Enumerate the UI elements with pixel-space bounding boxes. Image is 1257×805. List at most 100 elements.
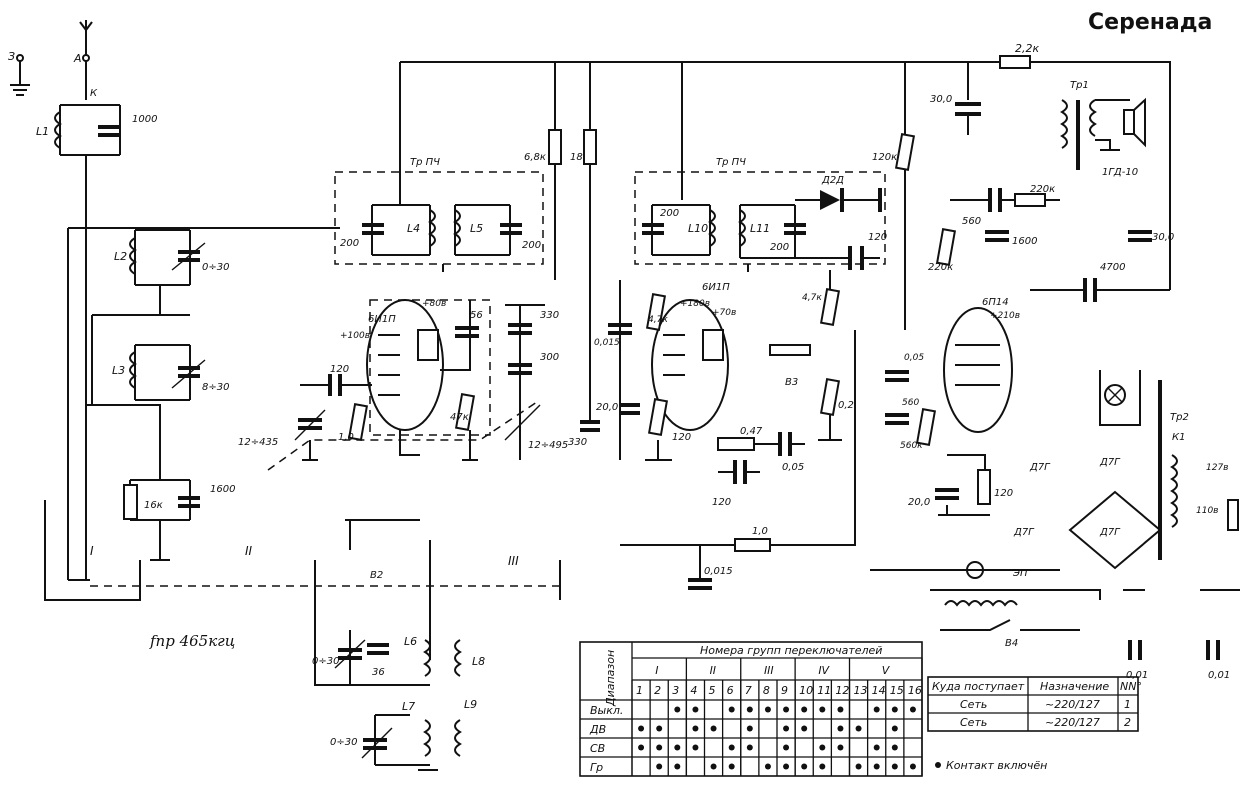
c560-a-label: 560 — [962, 216, 981, 227]
switch-contact-on-dot — [783, 763, 790, 770]
switch-contact-on-dot — [764, 763, 771, 770]
switch-group-header: II — [710, 664, 717, 677]
switch-contact-on-dot — [783, 725, 790, 732]
switch-contact-on-dot — [638, 725, 645, 732]
switch-contact-on-dot — [873, 744, 880, 751]
power-table-num-1: 1 — [1124, 698, 1131, 711]
switch-contact-on-dot — [801, 725, 808, 732]
c001-b-label: 0,01 — [1208, 670, 1230, 681]
group-iii-mark: III — [508, 554, 519, 568]
r4-7k-b-label: 4,7к — [802, 293, 822, 303]
switch-contact-number: 16 — [908, 684, 922, 697]
switch-contact-on-dot — [909, 763, 916, 770]
switch-contact-on-dot — [801, 763, 808, 770]
r16k-label: 16к — [144, 500, 163, 511]
switch-contact-on-dot — [837, 744, 844, 751]
power-table-header-dest: Куда поступает — [932, 680, 1025, 693]
power-section: Д7Г Д7Г Д7Г Д7Г Тр2 К1 127в 110в 0,01 0,… — [1013, 370, 1240, 681]
power-transformer-label: Тр2 — [1170, 412, 1189, 423]
switch-contact-k-label: К — [90, 88, 98, 99]
power-table: Куда поступает Назначение NN° Сеть ~220/… — [927, 676, 1142, 732]
switch-contact-on-dot — [656, 744, 663, 751]
coil-l4-label: L4 — [407, 222, 420, 235]
c0-05-label: 0,05 — [904, 353, 924, 363]
c4700-label: 4700 — [1100, 262, 1125, 273]
input-tuned-circuits: L2 0÷30 L3 8÷30 16к 1600 — [67, 227, 340, 581]
c1600-b-label: 1600 — [1012, 236, 1037, 247]
tube-2: 6И1П +180в +70в 4,7к 0,015 330 20,0 120 … — [568, 270, 854, 508]
oscillator-circuits: 0÷30 36 L6 L8 L7 L9 0÷30 — [312, 560, 485, 771]
c200-c-label: 200 — [660, 208, 679, 219]
switch-contact-on-dot — [891, 725, 898, 732]
switch-table-row-label: СВ — [590, 742, 605, 755]
switch-contact-on-dot — [783, 744, 790, 751]
switch-contact-number: 9 — [781, 684, 788, 697]
c1000-label: 1000 — [132, 114, 157, 125]
switch-contact-on-dot — [819, 763, 826, 770]
coil-l6-label: L6 — [404, 635, 417, 648]
c005-label: 0,05 — [782, 462, 804, 473]
coil-l1-label: L1 — [36, 125, 49, 138]
output-transformer-speaker: Тр1 1ГД-10 — [1060, 80, 1146, 178]
switch-contact-on-dot — [746, 725, 753, 732]
tube-1-voltage-b: +80в — [422, 299, 446, 309]
switch-contact-on-dot — [710, 725, 717, 732]
c120-cathode-label: 120 — [672, 432, 691, 443]
switch-contact-on-dot — [819, 706, 826, 713]
tube-3-output: 6П14 +210в 560 220к 1600 220к 0,05 560 5… — [885, 184, 1174, 516]
r0-47-label: 0,47 — [740, 426, 763, 437]
c0015-b-label: 0,015 — [704, 566, 733, 577]
if-transformer-2: Тр ПЧ 200 L10 L11 200 Д2Д 120 — [634, 157, 887, 272]
c56-label: 56 — [470, 310, 483, 321]
rectifier-d7g-b: Д7Г — [1099, 457, 1121, 468]
c001-a-label: 0,01 — [1126, 670, 1148, 681]
tube-2-voltage-a: +180в — [680, 299, 710, 309]
power-table-purpose-2: ~220/127 — [1045, 716, 1100, 729]
switch-contact-number: 6 — [727, 684, 734, 697]
diode-d2d-label: Д2Д — [821, 175, 844, 186]
switch-contact-on-dot — [909, 706, 916, 713]
c20-a-label: 20,0 — [596, 402, 618, 413]
r120-label: 120 — [994, 488, 1013, 499]
c1600-label: 1600 — [210, 484, 235, 495]
plate-supply-rail: 2,2к 30,0 6,8к 18 120к — [399, 42, 1171, 420]
c0-30-osc-a: 0÷30 — [312, 656, 339, 667]
r18-label: 18 — [570, 152, 583, 163]
switch-table-row-label: Гр — [590, 761, 603, 774]
electromagnet: ЭП В4 — [870, 561, 1101, 649]
c300-label: 300 — [540, 352, 559, 363]
c120-b-label: 120 — [712, 497, 731, 508]
switch-contact-on-dot — [801, 706, 808, 713]
switch-contact-number: 12 — [835, 684, 849, 697]
power-table-dest-1: Сеть — [960, 698, 987, 711]
tube-2-type: 6И1П — [702, 282, 730, 293]
switch-contact-number: 3 — [672, 684, 679, 697]
c200-a-label: 200 — [340, 238, 359, 249]
r120k-label: 120к — [872, 152, 897, 163]
tube-3-type: 6П14 — [982, 297, 1009, 308]
switch-contact-on-dot — [891, 744, 898, 751]
coil-l7-label: L7 — [402, 700, 415, 713]
switch-contact-number: 7 — [745, 684, 752, 697]
c8-30-label: 8÷30 — [202, 382, 229, 393]
switch-table-row-label: Выкл. — [590, 704, 623, 717]
r4-7k-a-label: 4,7к — [648, 315, 668, 325]
c560-b-label: 560 — [902, 398, 919, 408]
tap-110v-label: 110в — [1196, 506, 1218, 516]
coil-l10-label: L10 — [688, 222, 708, 235]
if-transformer-1-label: Тр ПЧ — [410, 157, 440, 168]
tube-1: 6И1П +100в +80в 120 1,0 47к 56 330 300 1… — [238, 299, 568, 471]
switch-contact-number: 1 — [636, 684, 643, 697]
switch-contact-on-dot — [728, 763, 735, 770]
rectifier-d7g-c: Д7Г — [1013, 527, 1035, 538]
r1-0-agc-label: 1,0 — [752, 526, 768, 537]
rectifier-d7g-d: Д7Г — [1099, 527, 1121, 538]
c36-label: 36 — [372, 667, 385, 678]
switch-contact-on-dot — [692, 706, 699, 713]
switch-group-header: V — [882, 664, 891, 677]
tube-3-voltage: +210в — [990, 311, 1020, 321]
antenna-terminal-label: А — [73, 52, 82, 65]
coil-l5-label: L5 — [470, 222, 483, 235]
